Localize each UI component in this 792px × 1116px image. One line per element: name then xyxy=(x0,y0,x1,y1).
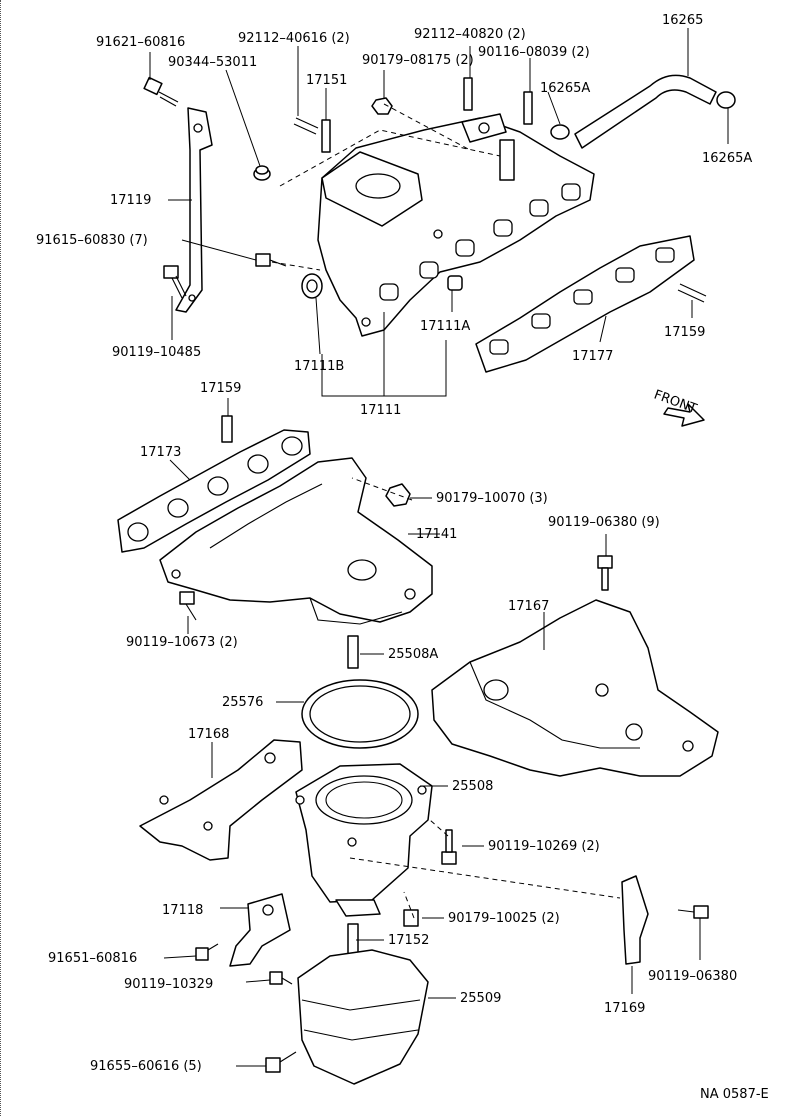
bolt-91655-60616 xyxy=(265,1051,297,1073)
gasket-17177 xyxy=(475,235,695,373)
label-90116-08039: 90116–08039 (2) xyxy=(478,45,590,60)
stud-17159-right xyxy=(677,283,707,303)
label-91621-60816: 91621–60816 xyxy=(96,35,185,50)
label-16265: 16265 xyxy=(662,13,703,28)
label-25508: 25508 xyxy=(452,779,493,794)
nut-90179-10025 xyxy=(403,909,419,927)
stud-17159-left xyxy=(221,415,233,443)
heat-shield-25509 xyxy=(297,949,429,1085)
label-16265A-right: 16265A xyxy=(702,151,752,166)
stud-92112-40820 xyxy=(463,77,473,111)
bracket-17168 xyxy=(139,739,303,861)
label-17111B: 17111B xyxy=(294,359,344,374)
label-16265A-top: 16265A xyxy=(540,81,590,96)
label-17177: 17177 xyxy=(572,349,613,364)
label-90179-10025: 90179–10025 (2) xyxy=(448,911,560,926)
label-25509: 25509 xyxy=(460,991,501,1006)
exhaust-manifold-17141 xyxy=(159,457,433,625)
gasket-ring-25576 xyxy=(301,679,419,749)
nut-90179-08175 xyxy=(371,97,393,115)
clamp-16265A-left xyxy=(550,124,570,140)
label-17159-right: 17159 xyxy=(664,325,705,340)
bracket-17119 xyxy=(175,107,213,313)
label-91651-60816: 91651–60816 xyxy=(48,951,137,966)
bolt-90119-06380-9 xyxy=(597,555,613,591)
front-direction-arrow xyxy=(663,403,705,427)
label-17111: 17111 xyxy=(360,403,401,418)
label-17169: 17169 xyxy=(604,1001,645,1016)
stud-90116-08039 xyxy=(523,91,533,125)
label-17111A: 17111A xyxy=(420,319,470,334)
label-25576: 25576 xyxy=(222,695,263,710)
stud-17151 xyxy=(321,119,331,153)
label-90119-06380: 90119–06380 xyxy=(648,969,737,984)
label-90119-06380-9: 90119–06380 (9) xyxy=(548,515,660,530)
converter-25508 xyxy=(295,763,433,917)
sleeve-90344-53011 xyxy=(253,165,271,181)
nut-90179-10070 xyxy=(385,483,411,507)
label-92112-40616: 92112–40616 (2) xyxy=(238,31,350,46)
bracket-17118 xyxy=(229,893,291,967)
bracket-17169 xyxy=(621,875,649,965)
label-17159-left: 17159 xyxy=(200,381,241,396)
page-edge-dotted xyxy=(0,0,3,1116)
label-90119-10269: 90119–10269 (2) xyxy=(488,839,600,854)
label-90179-08175: 90179–08175 (2) xyxy=(362,53,474,68)
heat-insulator-17167 xyxy=(431,599,719,777)
gasket-17173 xyxy=(117,429,311,553)
bolt-90119-10269 xyxy=(441,829,457,865)
label-17152: 17152 xyxy=(388,933,429,948)
bolt-91651-60816 xyxy=(195,943,219,961)
stud-25508A xyxy=(347,635,359,669)
part-labels: 91621–60816 90344–53011 92112–40616 (2) … xyxy=(36,13,769,1102)
grommet-17111B xyxy=(301,273,323,299)
clamp-16265A-right xyxy=(716,91,736,109)
label-17173: 17173 xyxy=(140,445,181,460)
leader-lines xyxy=(149,28,729,1067)
bolt-90119-10485 xyxy=(163,265,187,299)
assembly-dashed-lines xyxy=(271,103,621,919)
manifold-17111 xyxy=(317,113,595,337)
figure-code: NA 0587-E xyxy=(700,1087,769,1102)
label-17118: 17118 xyxy=(162,903,203,918)
hose-16265 xyxy=(574,74,717,149)
label-90179-10070: 90179–10070 (3) xyxy=(436,491,548,506)
label-17168: 17168 xyxy=(188,727,229,742)
label-17167: 17167 xyxy=(508,599,549,614)
label-17151: 17151 xyxy=(306,73,347,88)
label-90119-10485: 90119–10485 xyxy=(112,345,201,360)
bolt-90119-06380 xyxy=(677,905,709,919)
bolt-91615-60830 xyxy=(255,253,287,267)
label-91615-60830: 91615–60830 (7) xyxy=(36,233,148,248)
label-90344-53011: 90344–53011 xyxy=(168,55,257,70)
label-90119-10329: 90119–10329 xyxy=(124,977,213,992)
plug-17111A xyxy=(447,275,463,291)
label-25508A: 25508A xyxy=(388,647,438,662)
label-90119-10673: 90119–10673 (2) xyxy=(126,635,238,650)
label-17119: 17119 xyxy=(110,193,151,208)
stud-92112-40616 xyxy=(293,117,319,135)
bolt-91621-60816 xyxy=(143,76,179,107)
label-17141: 17141 xyxy=(416,527,457,542)
bolt-90119-10329 xyxy=(269,971,293,985)
label-92112-40820: 92112–40820 (2) xyxy=(414,27,526,42)
bolt-90119-10673 xyxy=(179,591,197,621)
label-91655-60616: 91655–60616 (5) xyxy=(90,1059,202,1074)
